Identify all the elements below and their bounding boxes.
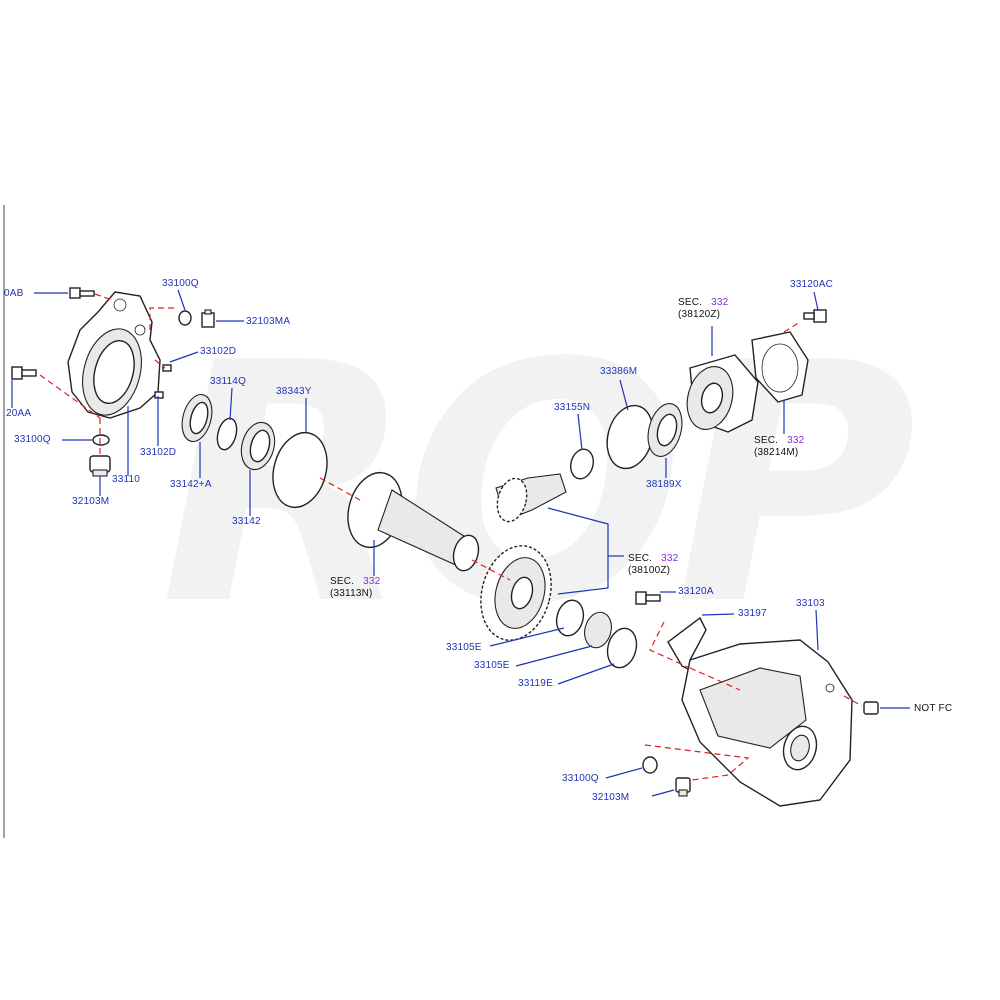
- washer-33100q-bottom: [642, 756, 658, 774]
- sec-prefix: SEC.: [678, 297, 703, 308]
- sec-prefix: SEC.: [628, 553, 653, 564]
- sec-ref: (38120Z): [678, 309, 721, 320]
- sec-ref-38214m: SEC. 332 (38214M): [754, 435, 804, 459]
- sec-ref: (38100Z): [628, 565, 671, 576]
- label-33142: 33142: [232, 516, 261, 527]
- sec-ref-38120z: SEC. 332 (38120Z): [678, 297, 728, 321]
- bolt-33120a: [635, 591, 661, 605]
- label-33102d-b: 33102D: [140, 447, 177, 458]
- bearing-33142: [240, 421, 276, 471]
- sec-ref: (33113N): [330, 588, 373, 599]
- label-32103ma: 32103MA: [246, 316, 291, 327]
- seal-38189x: [647, 403, 683, 457]
- bolt-33120ac: [803, 309, 827, 323]
- dowel-33102d-a: [162, 364, 172, 372]
- plug-not-fc: [863, 701, 879, 715]
- dowel-33102d-b: [154, 391, 164, 399]
- label-33105e-a: 33105E: [446, 642, 482, 653]
- gasket-38214m: [751, 331, 809, 403]
- label-33120ac: 33120AC: [790, 279, 834, 290]
- label-20aa: 20AA: [6, 408, 32, 419]
- label-not-fc: NOT FC: [914, 703, 953, 714]
- leader-lines: [11, 289, 910, 797]
- label-32103m-bottom: 32103M: [592, 792, 630, 803]
- label-33386m: 33386M: [600, 366, 638, 377]
- sec-ref-33113n: SEC. 332 (33113N): [330, 576, 380, 600]
- washer-33105e-a: [555, 599, 585, 637]
- bolt-20aa: [11, 366, 37, 380]
- washer-33105e-b: [584, 611, 612, 649]
- transfer-case-33103: [681, 639, 853, 807]
- washer-33100q-top: [178, 310, 192, 326]
- label-0ab: 0AB: [4, 288, 24, 299]
- sec-number: 332: [711, 297, 729, 308]
- label-33100q-left: 33100Q: [14, 434, 51, 445]
- pinion-gear: [495, 473, 567, 523]
- plug-32103m-left: [89, 455, 111, 477]
- washer-33155n: [569, 448, 595, 480]
- plug-32103m-bottom: [675, 777, 691, 797]
- label-38343y: 38343Y: [276, 386, 312, 397]
- label-33114q: 33114Q: [210, 376, 247, 387]
- output-shaft-33113n: [347, 471, 480, 572]
- sec-prefix: SEC.: [330, 576, 355, 587]
- sec-number: 332: [363, 576, 381, 587]
- sec-ref-38100z: SEC. 332 (38100Z): [628, 553, 678, 577]
- sec-number: 332: [787, 435, 805, 446]
- cover-housing-33110: [67, 291, 161, 419]
- seal-33142a: [181, 393, 213, 443]
- sec-ref: (38214M): [754, 447, 799, 458]
- label-32103m-left: 32103M: [72, 496, 110, 507]
- label-33100q-top: 33100Q: [162, 278, 199, 289]
- centerlines: [39, 293, 863, 781]
- label-33100q-bottom: 33100Q: [562, 773, 599, 784]
- o-ring-38343y: [272, 431, 328, 509]
- label-33102d-a: 33102D: [200, 346, 237, 357]
- label-33110: 33110: [112, 474, 141, 485]
- plug-32103ma: [201, 309, 215, 328]
- ring-gear: [480, 545, 552, 641]
- label-33155n: 33155N: [554, 402, 591, 413]
- companion-flange-38120z: [686, 354, 759, 433]
- label-38189x: 38189X: [646, 479, 682, 490]
- bolt-0ab: [69, 287, 95, 299]
- label-33103: 33103: [796, 598, 825, 609]
- sec-prefix: SEC.: [754, 435, 779, 446]
- ring-33114q: [216, 417, 238, 451]
- label-33120a: 33120A: [678, 586, 714, 597]
- washer-33100q-left: [92, 434, 110, 446]
- label-33105e-b: 33105E: [474, 660, 510, 671]
- label-33142a: 33142+A: [170, 479, 212, 490]
- sec-number: 332: [661, 553, 679, 564]
- label-33119e: 33119E: [518, 678, 553, 689]
- o-ring-33119e: [606, 627, 638, 669]
- label-33197: 33197: [738, 608, 767, 619]
